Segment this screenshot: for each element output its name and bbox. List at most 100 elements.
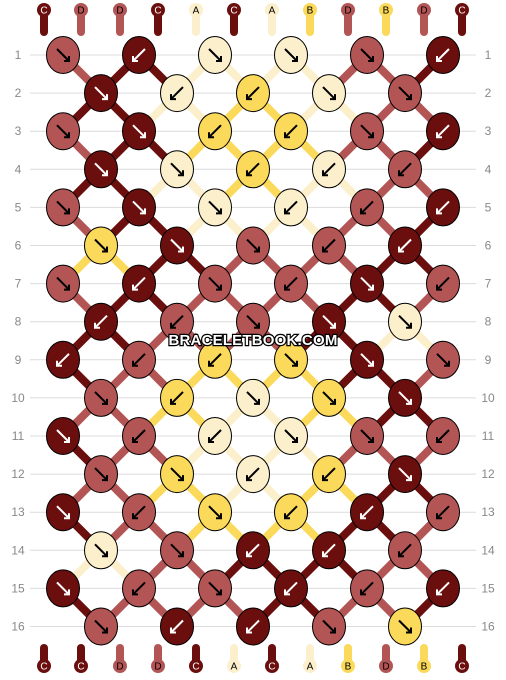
row-label-right: 13 bbox=[481, 505, 495, 519]
knot-grid bbox=[46, 36, 460, 646]
knot-arrowhead-icon bbox=[140, 132, 146, 139]
strand-label-bottom: D bbox=[382, 662, 389, 673]
knot-arrow-icon bbox=[94, 238, 108, 253]
knot-arrowhead-icon bbox=[178, 170, 184, 177]
knot bbox=[426, 112, 460, 151]
row-label-right: 10 bbox=[481, 391, 495, 405]
row-label-right: 2 bbox=[485, 86, 492, 100]
knot-arrowhead-icon bbox=[208, 437, 214, 443]
knot bbox=[84, 74, 118, 113]
knot-arrow-icon bbox=[246, 162, 260, 177]
knot bbox=[46, 188, 80, 227]
knot-arrowhead-icon bbox=[406, 475, 412, 482]
knot-arrow-icon bbox=[436, 505, 450, 519]
strand-label-top-dot bbox=[303, 3, 317, 17]
knot-arrow-icon bbox=[360, 276, 374, 291]
knot-arrowhead-icon bbox=[284, 513, 290, 520]
strand-label-top-dot bbox=[417, 3, 431, 17]
knot-arrow-icon bbox=[132, 505, 146, 519]
knot-arrowhead-icon bbox=[368, 360, 374, 367]
knot bbox=[46, 569, 80, 608]
knot-arrow-icon bbox=[398, 162, 412, 177]
knot bbox=[426, 493, 460, 532]
strand-label-bottom-dot bbox=[455, 659, 469, 673]
row-label-left: 11 bbox=[12, 429, 25, 443]
knot bbox=[426, 569, 460, 608]
knot bbox=[122, 264, 156, 303]
knot-arrowhead-icon bbox=[406, 398, 412, 405]
knot-arrow-icon bbox=[246, 391, 260, 405]
strand-label-bottom-dot bbox=[113, 659, 127, 673]
knot-arrow-icon bbox=[398, 543, 412, 558]
strand-label-top-dot bbox=[341, 3, 355, 17]
knot-arrowhead-icon bbox=[208, 132, 214, 139]
knot-arrowhead-icon bbox=[64, 284, 70, 291]
strand-label-top: A bbox=[193, 6, 200, 17]
knot-arrowhead-icon bbox=[140, 208, 146, 215]
knot-arrowhead-icon bbox=[246, 94, 252, 101]
knot-arrowhead-icon bbox=[132, 360, 138, 367]
knot-arrowhead-icon bbox=[322, 551, 328, 558]
row-label-right: 9 bbox=[485, 353, 492, 367]
knot-arrow-icon bbox=[322, 543, 336, 558]
knot-arrowhead-icon bbox=[178, 246, 184, 253]
knot-arrow-icon bbox=[94, 86, 108, 100]
knot bbox=[236, 302, 270, 341]
knot bbox=[160, 74, 194, 113]
knot-arrow-icon bbox=[360, 124, 374, 138]
knot bbox=[84, 150, 118, 189]
strand-label-bottom: D bbox=[154, 662, 161, 673]
row-label-right: 1 bbox=[485, 48, 492, 62]
strand-label-bottom: C bbox=[40, 662, 47, 673]
knot-arrow-icon bbox=[284, 353, 298, 367]
strand-label-top-dot bbox=[455, 3, 469, 17]
strand-label-top: C bbox=[230, 6, 237, 17]
knot-arrow-icon bbox=[208, 429, 222, 443]
knot bbox=[350, 264, 384, 303]
knot-arrow-icon bbox=[170, 543, 184, 558]
knot-arrowhead-icon bbox=[246, 627, 252, 634]
knot-arrow-icon bbox=[322, 391, 336, 405]
knot bbox=[122, 569, 156, 608]
knot-arrowhead-icon bbox=[406, 94, 412, 101]
knot bbox=[350, 112, 384, 151]
knot bbox=[160, 150, 194, 189]
knot-arrow-icon bbox=[436, 581, 450, 596]
strand-label-bottom: D bbox=[116, 662, 123, 673]
knot-arrow-icon bbox=[360, 200, 374, 215]
knot-arrowhead-icon bbox=[216, 208, 222, 215]
knot-arrow-icon bbox=[398, 86, 412, 100]
knot-arrowhead-icon bbox=[368, 437, 374, 443]
knot bbox=[46, 264, 80, 303]
knot-arrowhead-icon bbox=[322, 475, 328, 482]
row-label-left: 12 bbox=[11, 467, 25, 481]
knot-arrow-icon bbox=[208, 353, 222, 367]
knot-arrowhead-icon bbox=[216, 513, 222, 520]
knot bbox=[350, 569, 384, 608]
strand-label-top-dot bbox=[379, 3, 393, 17]
knot bbox=[46, 36, 80, 74]
strand-label-top: B bbox=[383, 6, 390, 17]
knot-arrowhead-icon bbox=[64, 208, 70, 215]
knot bbox=[312, 302, 346, 341]
knot bbox=[312, 226, 346, 265]
knot-arrowhead-icon bbox=[292, 360, 298, 367]
knot-arrow-icon bbox=[284, 124, 298, 138]
strand-label-top: D bbox=[77, 6, 84, 17]
knot-arrow-icon bbox=[56, 124, 70, 138]
knot-arrowhead-icon bbox=[170, 627, 176, 634]
knot-arrowhead-icon bbox=[64, 589, 70, 596]
knot-arrowhead-icon bbox=[94, 322, 100, 329]
knot-arrow-icon bbox=[360, 353, 374, 367]
knot-arrow-icon bbox=[436, 124, 450, 138]
knot-arrow-icon bbox=[170, 238, 184, 253]
knot bbox=[84, 455, 118, 494]
knot-arrow-icon bbox=[284, 200, 298, 215]
knot bbox=[160, 302, 194, 341]
knot-arrow-icon bbox=[246, 314, 260, 329]
strand-label-top: A bbox=[269, 6, 276, 17]
knot-arrowhead-icon bbox=[368, 132, 374, 139]
knot-arrowhead-icon bbox=[322, 246, 328, 253]
strand-label-top: D bbox=[116, 6, 123, 17]
knot-arrowhead-icon bbox=[436, 132, 442, 139]
